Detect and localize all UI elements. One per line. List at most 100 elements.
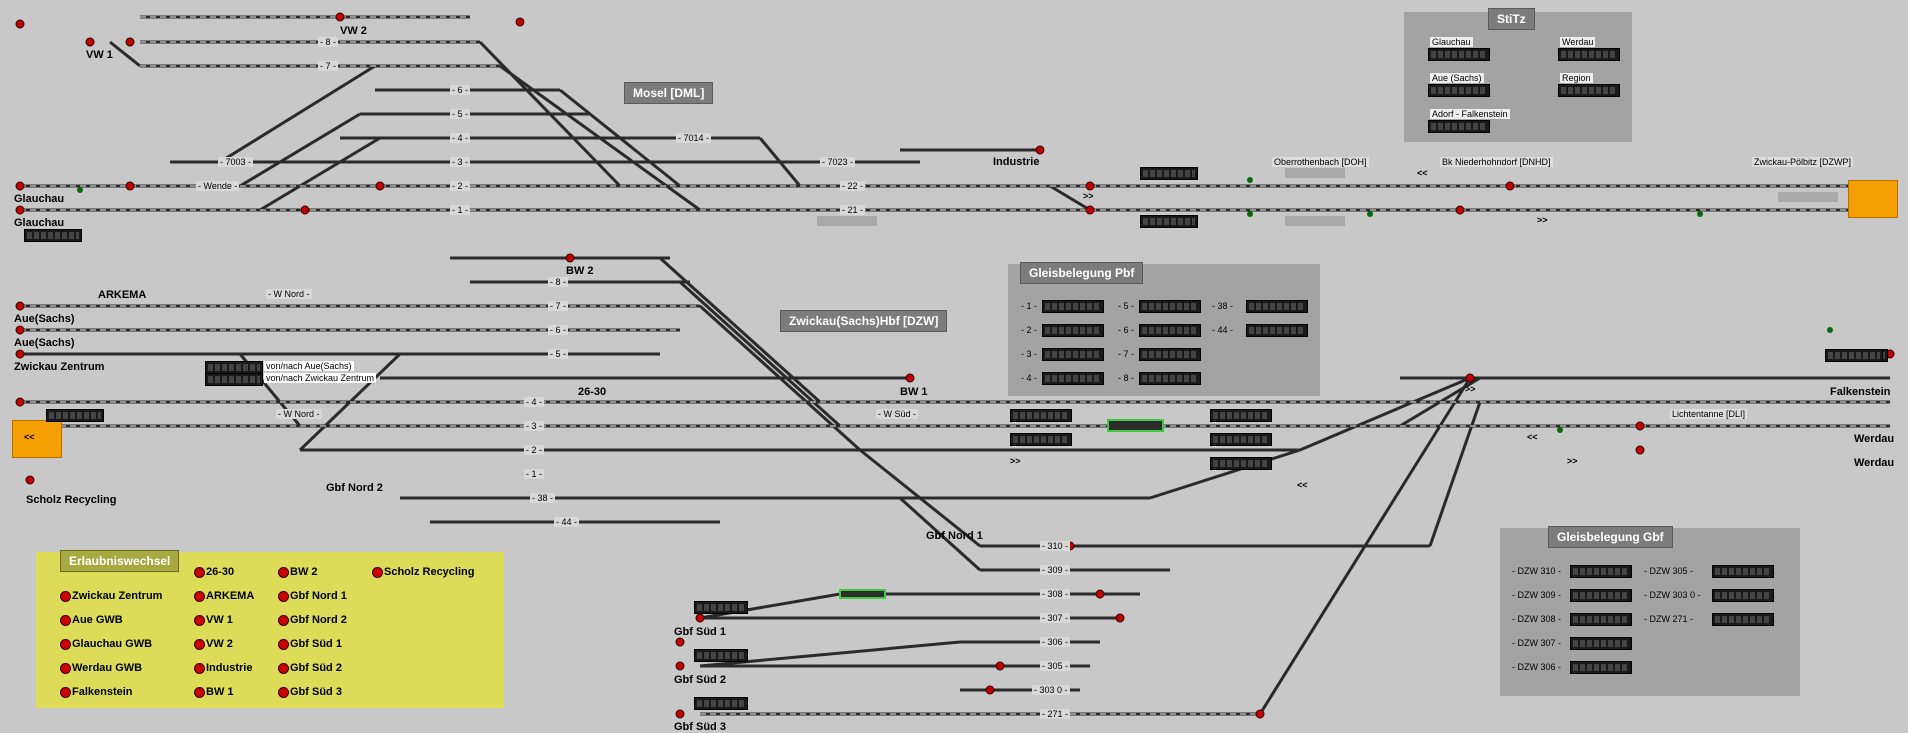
endpoint-marker-werdau[interactable]: [1848, 180, 1898, 218]
station-werdau[interactable]: Werdau: [1854, 457, 1895, 469]
pbf-row-label: - 3 -: [1021, 349, 1038, 359]
arrow-right: >>: [1010, 456, 1021, 466]
arrow-right: >>: [1567, 456, 1578, 466]
station-glauchau[interactable]: Glauchau: [14, 193, 65, 205]
legend-aue: von/nach Aue(Sachs): [264, 361, 354, 371]
permission-item[interactable]: BW 1: [194, 686, 234, 698]
gbf-row-display: [1570, 661, 1632, 674]
station-aue[interactable]: Aue(Sachs): [14, 337, 75, 349]
permission-item[interactable]: Werdau GWB: [60, 662, 142, 674]
track-occupancy-box: [1285, 168, 1345, 178]
track-label: - 5 -: [548, 349, 569, 359]
station-26-30[interactable]: 26-30: [578, 386, 607, 398]
gbf-row-label: - DZW 271 -: [1644, 614, 1694, 624]
station-gbf-sued3[interactable]: Gbf Süd 3: [674, 721, 726, 733]
permission-item[interactable]: VW 2: [194, 638, 233, 650]
stitz-item[interactable]: Region: [1560, 73, 1593, 83]
station-scholz[interactable]: Scholz Recycling: [26, 494, 117, 506]
occupancy-display: [1010, 409, 1072, 422]
stitz-display: [1428, 120, 1490, 133]
occupancy-display: [1010, 433, 1072, 446]
permission-item[interactable]: Glauchau GWB: [60, 638, 152, 650]
permission-item[interactable]: Gbf Nord 1: [278, 590, 347, 602]
track-label: - 2 -: [524, 445, 545, 455]
permission-item[interactable]: Gbf Süd 2: [278, 662, 342, 674]
permission-item[interactable]: Gbf Nord 2: [278, 614, 347, 626]
pbf-row-display: [1139, 324, 1201, 337]
station-aue[interactable]: Aue(Sachs): [14, 313, 75, 325]
gbf-row-label: - DZW 303 0 -: [1644, 590, 1701, 600]
label-oberrothenbach: Oberrothenbach [DOH]: [1272, 157, 1369, 167]
track-label: - 3 -: [450, 157, 471, 167]
track-label: - W Nord -: [266, 289, 312, 299]
pbf-row-label: - 6 -: [1118, 325, 1135, 335]
pbf-row-label: - 1 -: [1021, 301, 1038, 311]
track-label: - Wende -: [196, 181, 240, 191]
occupancy-display: [24, 229, 82, 242]
pbf-row-label: - 4 -: [1021, 373, 1038, 383]
station-bw2[interactable]: BW 2: [566, 265, 594, 277]
arrow-right: >>: [1537, 215, 1548, 225]
gbf-row-label: - DZW 310 -: [1512, 566, 1562, 576]
station-bw1[interactable]: BW 1: [900, 386, 928, 398]
track-label: - 38 -: [530, 493, 556, 503]
track-label: - 6 -: [450, 85, 471, 95]
occupancy-display: [694, 649, 748, 662]
stitz-item[interactable]: Adorf - Falkenstein: [1430, 109, 1510, 119]
stitz-item[interactable]: Werdau: [1560, 37, 1596, 47]
station-falkenstein[interactable]: Falkenstein: [1830, 386, 1891, 398]
track-label: - 1 -: [524, 469, 545, 479]
station-gbf-sued1[interactable]: Gbf Süd 1: [674, 626, 726, 638]
permission-item[interactable]: Scholz Recycling: [372, 566, 474, 578]
station-arkema[interactable]: ARKEMA: [98, 289, 147, 301]
permission-item[interactable]: 26-30: [194, 566, 234, 578]
station-werdau[interactable]: Werdau: [1854, 433, 1895, 445]
station-zwickau-zentrum[interactable]: Zwickau Zentrum: [14, 361, 105, 373]
permission-item[interactable]: BW 2: [278, 566, 318, 578]
permission-item[interactable]: Industrie: [194, 662, 252, 674]
stitz-display: [1428, 84, 1490, 97]
track-label: - 22 -: [840, 181, 866, 191]
track-label: - 2 -: [450, 181, 471, 191]
permission-item[interactable]: Gbf Süd 3: [278, 686, 342, 698]
permission-item[interactable]: Gbf Süd 1: [278, 638, 342, 650]
permission-item[interactable]: ARKEMA: [194, 590, 254, 602]
track-label: - 21 -: [840, 205, 866, 215]
track-label: - 305 -: [1040, 661, 1071, 671]
heading-mosel: Mosel [DML]: [624, 82, 714, 104]
station-gbf-sued2[interactable]: Gbf Süd 2: [674, 674, 726, 686]
track-occupancy-box: [1778, 192, 1838, 202]
gbf-panel: [1500, 528, 1800, 696]
arrow-left: <<: [24, 432, 35, 442]
track-label: - 7 -: [548, 301, 569, 311]
gbf-row-display: [1712, 613, 1774, 626]
pbf-row-display: [1042, 324, 1104, 337]
stitz-item[interactable]: Glauchau: [1430, 37, 1473, 47]
track-label: - 7014 -: [676, 133, 712, 143]
track-label: - 5 -: [450, 109, 471, 119]
permission-item[interactable]: Aue GWB: [60, 614, 123, 626]
track-label: - 8 -: [548, 277, 569, 287]
stitz-item[interactable]: Aue (Sachs): [1430, 73, 1484, 83]
station-vw1[interactable]: VW 1: [86, 49, 113, 61]
occupancy-display: [1140, 167, 1198, 180]
station-gbf-nord2[interactable]: Gbf Nord 2: [326, 482, 383, 494]
pbf-row-label: - 38 -: [1212, 301, 1234, 311]
permission-item[interactable]: Zwickau Zentrum: [60, 590, 162, 602]
occupancy-display: [1210, 457, 1272, 470]
track-label: - 3 -: [524, 421, 545, 431]
station-industrie[interactable]: Industrie: [993, 156, 1040, 168]
permission-item[interactable]: VW 1: [194, 614, 233, 626]
track-label: - 4 -: [450, 133, 471, 143]
stitz-title: StiTz: [1488, 8, 1535, 30]
track-label: - 306 -: [1040, 637, 1071, 647]
station-vw2[interactable]: VW 2: [340, 25, 367, 37]
endpoint-marker-aue[interactable]: [12, 420, 62, 458]
station-gbf-nord1[interactable]: Gbf Nord 1: [926, 530, 983, 542]
permission-item[interactable]: Falkenstein: [60, 686, 133, 698]
gbf-row-label: - DZW 305 -: [1644, 566, 1694, 576]
station-glauchau[interactable]: Glauchau: [14, 217, 65, 229]
stitz-display: [1558, 48, 1620, 61]
track-label: - 7023 -: [820, 157, 856, 167]
